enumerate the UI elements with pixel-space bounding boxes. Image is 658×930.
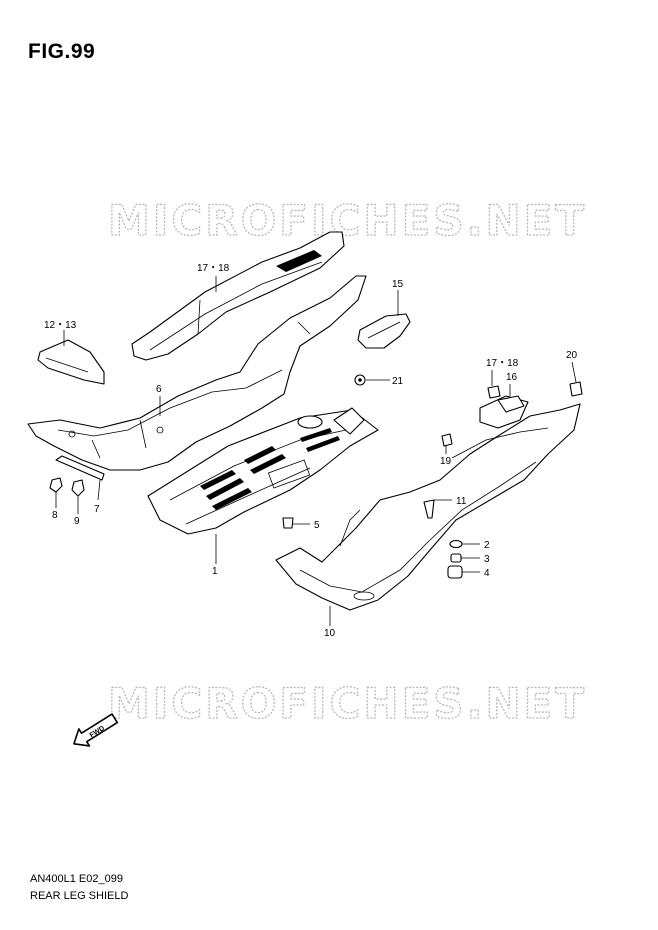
callout-10: 10 [324,628,336,639]
part-2-washer [449,539,463,549]
model-code: AN400L1 E02_099 [30,873,123,885]
callout-11: 11 [456,496,467,507]
callout-20: 20 [566,350,578,361]
watermark-bottom: MICROFICHES.NET [108,679,587,728]
watermark-top: MICROFICHES.NET [108,196,587,245]
part-3-collar [450,553,462,563]
part-8-clip [49,477,63,493]
part-14-bracket [357,313,411,349]
callout-4: 4 [484,568,490,579]
callout-1: 1 [212,566,218,577]
part-5-screw [282,517,294,529]
leader-lines [55,276,577,626]
part-19-grommet [441,433,453,447]
callout-3: 3 [484,554,490,565]
callout-14: 15 [392,279,404,290]
figure-title: FIG.99 [28,40,96,63]
part-15-plate [497,395,525,413]
part-20-clip [569,381,583,397]
callout-6: 6 [156,384,162,395]
callout-12-13: 12・13 [44,320,77,331]
callout-2: 2 [484,540,490,551]
fwd-arrow-icon: FWD [73,713,119,747]
part-1-floor-board [147,407,379,535]
callout-16: 17・18 [486,358,519,369]
part-16-nut [487,385,501,399]
callout-9: 9 [74,516,80,527]
part-21-bolt [354,374,366,386]
part-9-clip [71,479,85,497]
callout-15: 16 [506,372,518,383]
callout-17-18: 17・18 [197,263,230,274]
part-6-rear-side-shield [27,275,367,471]
callout-19: 19 [440,456,452,467]
part-11-screw [423,499,435,519]
part-17-18-trim-strip [131,231,345,361]
part-4-cushion [447,565,463,579]
callout-8: 8 [52,510,58,521]
floor-board-ribs [200,428,340,510]
callout-7: 7 [94,504,100,515]
part-12-13-side-cover [37,339,105,385]
callout-5: 5 [314,520,320,531]
part-7-lower-strip [55,455,105,481]
callout-21: 21 [392,376,404,387]
figure-name: REAR LEG SHIELD [30,890,129,902]
